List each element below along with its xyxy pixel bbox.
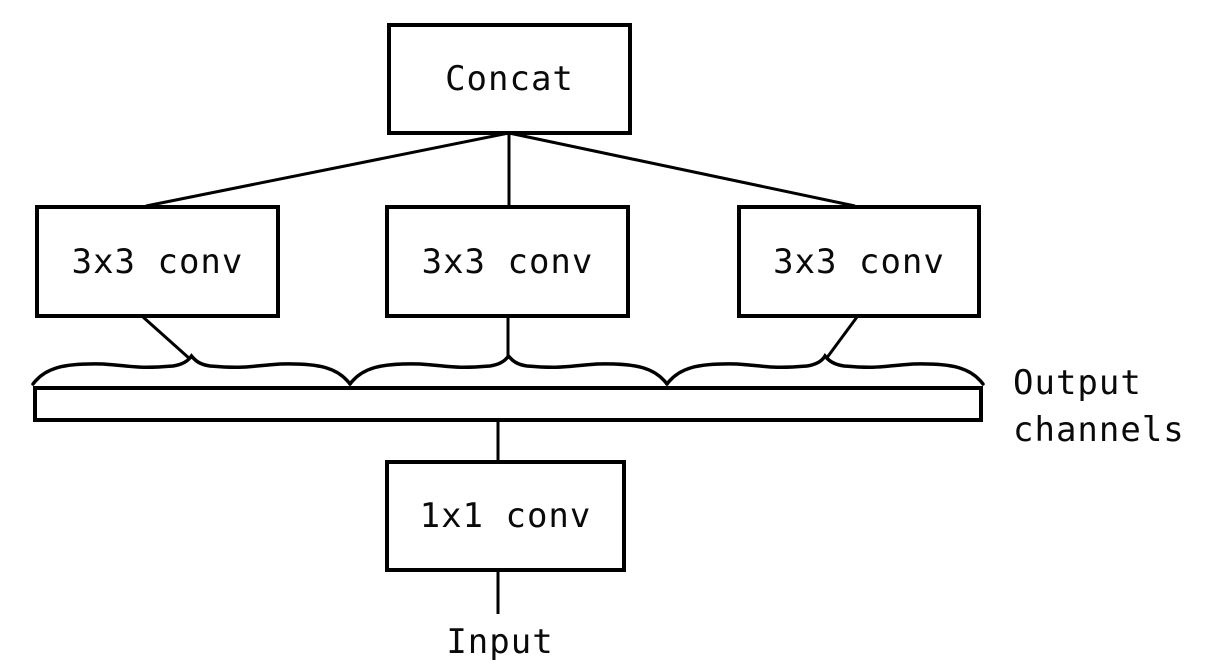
input-label: Input — [446, 622, 554, 662]
brace-output-left — [31, 353, 352, 386]
brace-output-middle — [348, 353, 669, 386]
output-channels-label: Output channels — [1013, 363, 1185, 450]
node-concat-label: Concat — [445, 59, 574, 99]
node-conv-1x1-label: 1x1 conv — [419, 496, 592, 536]
node-conv-right: 3x3 conv — [737, 205, 981, 318]
brace-output-right — [665, 352, 985, 386]
node-conv-right-label: 3x3 conv — [773, 241, 945, 282]
node-concat: Concat — [387, 23, 632, 135]
node-conv-left: 3x3 conv — [35, 205, 280, 318]
edge-conv-left-bar — [142, 315, 191, 361]
node-conv-left-label: 3x3 conv — [71, 241, 244, 282]
edge-concat-conv-left — [145, 131, 510, 208]
output-channels-bar — [33, 386, 983, 422]
node-conv-middle-label: 3x3 conv — [421, 241, 594, 282]
node-conv-1x1: 1x1 conv — [385, 460, 626, 572]
edge-concat-conv-right — [508, 131, 856, 208]
node-conv-middle: 3x3 conv — [385, 205, 630, 318]
edge-conv-right-bar — [824, 316, 859, 360]
